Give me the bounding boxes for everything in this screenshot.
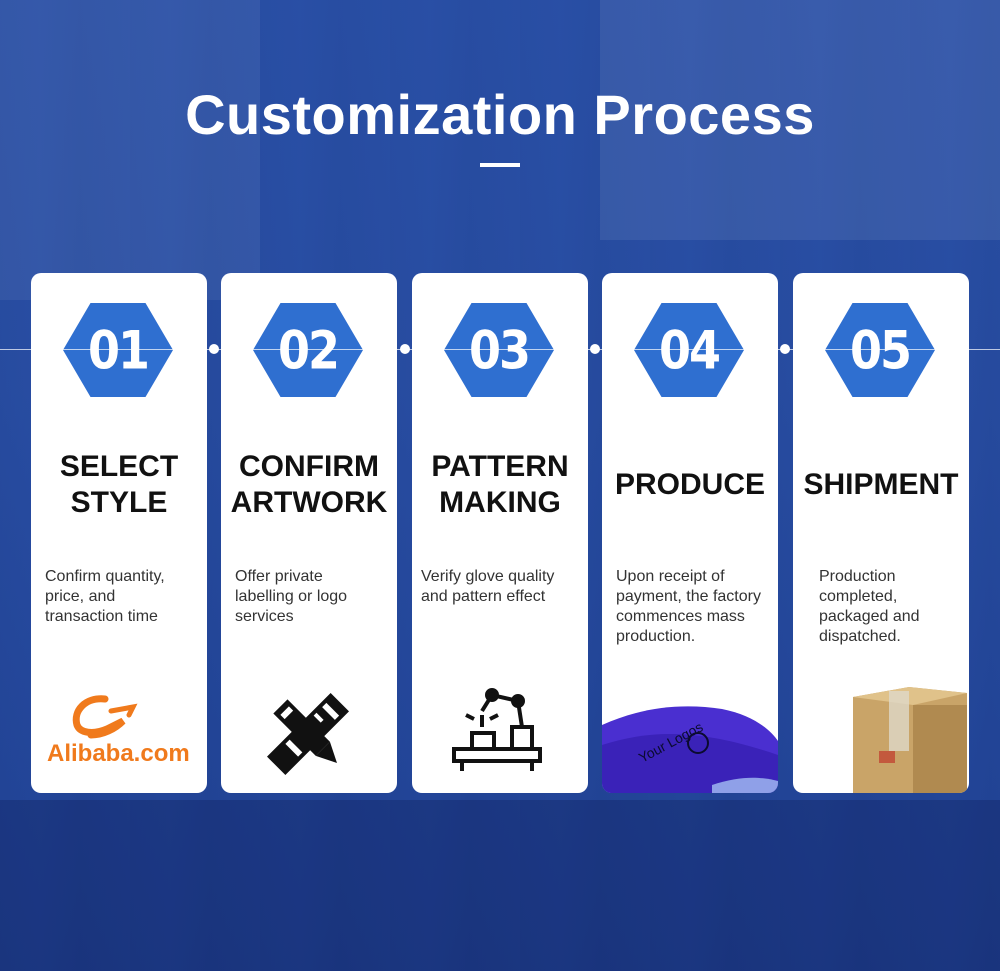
step-card-select-style: 01 SELECT STYLE Confirm quantity, price,… xyxy=(31,273,207,793)
pencil-ruler-icon xyxy=(265,691,351,777)
heading-line: ARTWORK xyxy=(230,486,388,519)
step-heading: PATTERN MAKING xyxy=(412,449,588,521)
alibaba-logo: Alibaba.com xyxy=(45,689,195,769)
connector-dot xyxy=(209,344,219,354)
heading-line: MAKING xyxy=(439,486,561,519)
step-number: 05 xyxy=(849,318,912,382)
page-title: Customization Process xyxy=(185,83,815,146)
step-card-pattern-making: 03 PATTERN MAKING Verify glove quality a… xyxy=(412,273,588,793)
title-underline xyxy=(480,163,520,167)
step-heading: PRODUCE xyxy=(614,468,765,501)
step-number: 01 xyxy=(87,318,150,382)
step-heading: SHIPMENT xyxy=(803,468,959,501)
alibaba-logo-text: Alibaba.com xyxy=(47,740,190,767)
step-number: 04 xyxy=(658,318,721,382)
heading-line: CONFIRM xyxy=(239,450,379,483)
robot-arm-icon xyxy=(452,687,542,777)
connector-dot xyxy=(400,344,410,354)
step-heading: SELECT STYLE xyxy=(31,449,207,521)
step-number-badge: 01 xyxy=(63,303,173,397)
step-description: Confirm quantity, price, and transaction… xyxy=(45,568,165,625)
step-card-confirm-artwork: 02 CONFIRM ARTWORK Offer private labelli… xyxy=(221,273,397,793)
step-number-badge: 02 xyxy=(253,303,363,397)
step-connector-line xyxy=(0,349,1000,350)
step-card-shipment: 05 SHIPMENT Production completed, packag… xyxy=(793,273,969,793)
step-number-badge: 03 xyxy=(444,303,554,397)
machine-shape xyxy=(0,0,260,300)
step-card-produce: 04 PRODUCE Upon receipt of payment, the … xyxy=(602,273,778,793)
glove-image: Your Logos xyxy=(602,685,778,793)
step-description: Verify glove quality and pattern effect xyxy=(421,568,555,605)
heading-line: SELECT xyxy=(59,450,179,483)
roof-shape xyxy=(600,0,1000,240)
step-heading: CONFIRM ARTWORK xyxy=(221,449,397,521)
step-number-badge: 05 xyxy=(825,303,935,397)
step-description: Production completed, packaged and dispa… xyxy=(819,568,920,645)
box-image xyxy=(849,683,969,793)
heading-line: PATTERN xyxy=(431,450,569,483)
heading-line: STYLE xyxy=(70,486,168,519)
step-number: 02 xyxy=(277,318,340,382)
step-number-badge: 04 xyxy=(634,303,744,397)
step-description: Upon receipt of payment, the factory com… xyxy=(616,568,761,645)
step-description: Offer private labelling or logo services xyxy=(235,568,348,625)
connector-dot xyxy=(780,344,790,354)
floor-shape xyxy=(0,800,1000,971)
connector-dot xyxy=(590,344,600,354)
step-number: 03 xyxy=(468,318,531,382)
